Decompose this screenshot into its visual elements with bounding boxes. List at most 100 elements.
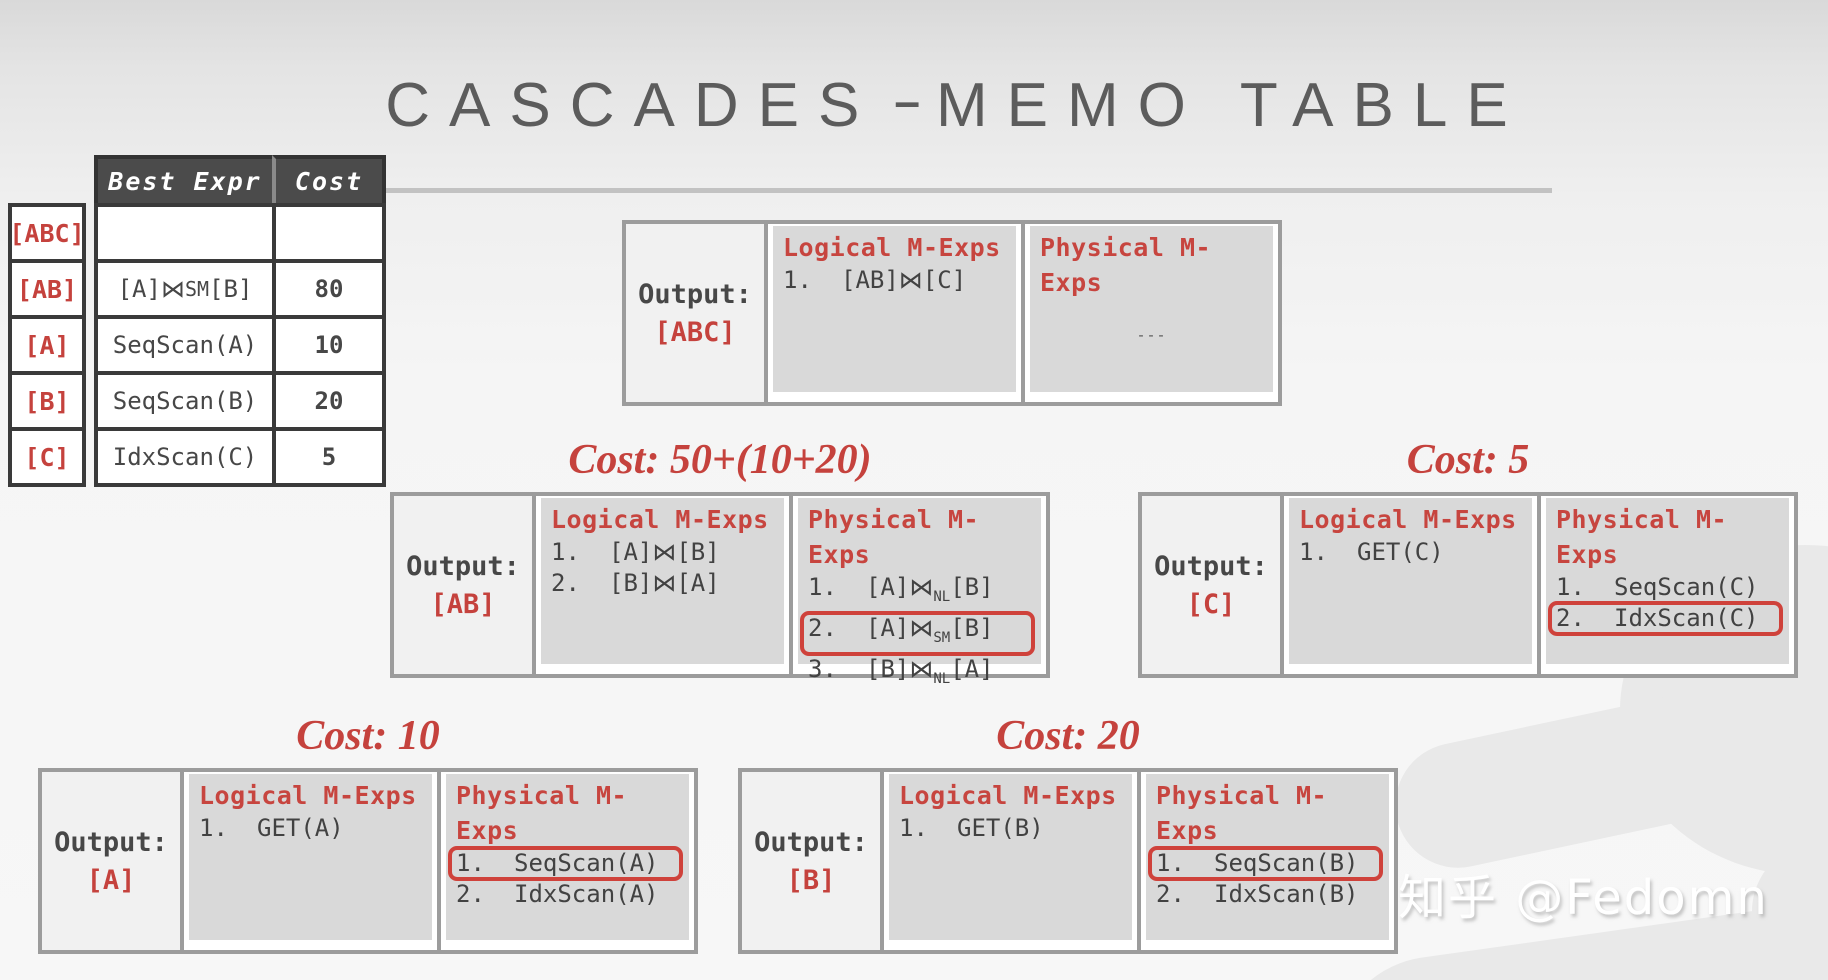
memo-table-row: [94, 203, 386, 263]
physical-m-exp-item: 1. [A]⋈NL[B]: [808, 572, 1031, 613]
cost-cell: 10: [272, 315, 386, 375]
output-label: Output:: [1154, 550, 1268, 582]
physical-cell: Physical M-Exps---: [1025, 224, 1278, 402]
item-number: 2.: [1156, 880, 1185, 908]
expr-text: [B]: [209, 275, 253, 303]
expr-text: IdxScan(B): [1214, 880, 1359, 908]
item-number: 2.: [456, 880, 485, 908]
output-group: [B]: [786, 864, 836, 896]
expr-text: [A]: [866, 573, 910, 601]
expr-text: [A]: [866, 613, 910, 642]
item-number: 3.: [808, 654, 837, 683]
expr-text: [B]: [950, 573, 994, 601]
item-number: 2.: [808, 613, 837, 642]
expr-text: IdxScan(A): [514, 880, 659, 908]
item-number: 2.: [551, 569, 580, 597]
item-expression: [AB]⋈[C]: [841, 265, 966, 296]
expr-text: [A]: [609, 538, 653, 566]
title-underline: [336, 188, 1552, 193]
physical-m-exp-item: 2. IdxScan(A): [456, 879, 679, 910]
logical-m-exp-item: 1. GET(C): [1299, 537, 1522, 568]
title-dash: –: [894, 75, 920, 127]
cost-cell: 5: [272, 427, 386, 487]
logical-header: Logical M-Exps: [551, 505, 769, 534]
cost-cell: 80: [272, 259, 386, 319]
item-expression: GET(B): [957, 813, 1044, 844]
expr-text: GET(C): [1357, 538, 1444, 566]
item-number: 1.: [808, 573, 837, 601]
output-label: Output:: [754, 826, 868, 858]
physical-header: Physical M-Exps: [808, 505, 980, 569]
memo-table-row: [A]⋈SM[B]80: [94, 259, 386, 319]
logical-header: Logical M-Exps: [199, 781, 417, 810]
join-operator: ⋈: [909, 613, 934, 642]
cost-cell: [272, 203, 386, 263]
expr-text: [AB]: [841, 266, 899, 294]
item-expression: SeqScan(C): [1614, 572, 1759, 603]
logical-m-exp-item: 1.GET(B): [899, 813, 1122, 844]
expr-text: IdxScan(C): [112, 443, 258, 471]
expr-text: GET(B): [957, 814, 1044, 842]
join-operator: ⋈: [652, 538, 677, 566]
item-number: 1.: [1556, 573, 1585, 601]
output-cell: Output: [AB]: [394, 496, 536, 674]
join-operator: ⋈: [909, 654, 934, 683]
expr-text: SeqScan(B): [1214, 849, 1359, 877]
join-operator: ⋈: [909, 573, 934, 601]
logical-header: Logical M-Exps: [1299, 505, 1517, 534]
item-number: 1.: [783, 266, 812, 294]
output-cell: Output:[ABC]: [626, 224, 768, 402]
item-expression: IdxScan(A): [514, 879, 659, 910]
item-number: 1.: [1299, 538, 1328, 566]
watermark: 知乎 @Fedomn: [1398, 870, 1769, 926]
physical-panel: Physical M-Exps---: [1030, 226, 1273, 392]
physical-header: Physical M-Exps: [1556, 505, 1728, 569]
memo-group-box-abc: Output:[ABC] Logical M-Exps 1. [AB]⋈[C] Phys…: [622, 220, 1282, 406]
physical-m-exp-item-best-choice-highlight: 2.IdxScan(C): [1548, 601, 1783, 636]
memo-table-group-labels: [ABC][AB][A][B][C]: [8, 203, 86, 487]
item-expression: [A]⋈SM[B]: [866, 613, 994, 654]
best-expr-cell: SeqScan(B): [94, 371, 276, 431]
logical-cell: Logical M-Exps 1. GET(C): [1284, 496, 1541, 674]
expr-text: SeqScan(A): [514, 849, 659, 877]
logical-header: Logical M-Exps: [783, 233, 1001, 262]
best-expr-cell: SeqScan(A): [94, 315, 276, 375]
group-label-cell: [ABC]: [8, 203, 86, 263]
join-operator: ⋈: [898, 266, 923, 294]
best-expr-cell: [A]⋈SM[B]: [94, 259, 276, 319]
expr-text: IdxScan(C): [1614, 604, 1759, 632]
memo-table-header-cell: Best Expr: [94, 155, 276, 207]
physical-m-exp-item: 3. [B]⋈NL[A]: [808, 654, 1031, 695]
join-subscript: NL: [933, 670, 951, 687]
memo-group-box-ab: Output: [AB] Logical M-Exps 1. [A]⋈[B] 2. [B] ⋈…: [390, 492, 1050, 686]
item-expression: [B]⋈NL[A]: [866, 654, 994, 695]
expr-text: SeqScan(A): [112, 331, 258, 359]
expr-text: SeqScan(B): [112, 387, 258, 415]
output-group: [AB]: [430, 588, 496, 620]
output-group: [C]: [1186, 588, 1236, 620]
logical-panel: Logical M-Exps 1. GET(C): [1289, 498, 1532, 664]
cost-label-c: Cost: 5: [1406, 437, 1530, 483]
output-label: Output:: [638, 278, 752, 310]
item-expression: IdxScan(B): [1214, 879, 1359, 910]
title-left: CASCADES: [385, 71, 879, 140]
physical-header: Physical M-Exps: [1156, 781, 1328, 845]
output-label: Output:: [406, 550, 520, 582]
join-subscript: NL: [933, 588, 951, 605]
physical-m-exp-item-best-choice-highlight: 1.SeqScan(B): [1148, 846, 1383, 881]
item-expression: [A]⋈[B]: [609, 537, 720, 568]
item-expression: GET(C): [1357, 537, 1444, 568]
physical-header: Physical M-Exps: [456, 781, 628, 845]
expr-text: GET(A): [257, 814, 344, 842]
logical-m-exp-item: 1.GET(A): [199, 813, 422, 844]
slide-title: CASCADES–MEMO TABLE: [42, 70, 1828, 141]
group-label-cell: [C]: [8, 427, 86, 487]
best-expr-cell: IdxScan(C): [94, 427, 276, 487]
